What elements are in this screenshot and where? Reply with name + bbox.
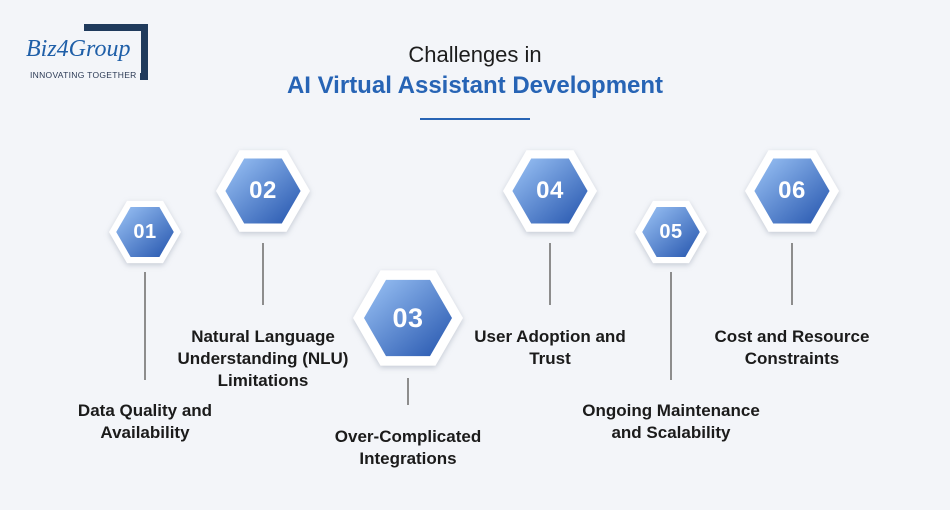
step-3-label-line: Integrations bbox=[359, 449, 457, 468]
step-3-hexagon-graphic bbox=[353, 270, 463, 366]
step-4-number: 04 bbox=[536, 177, 564, 204]
step-1-hexagon: 01 bbox=[97, 184, 193, 280]
step-1-label-line: Availability bbox=[100, 423, 190, 442]
step-4-hexagon: 04 bbox=[491, 132, 609, 250]
step-1-hexagon-graphic bbox=[109, 200, 181, 264]
step-5-label-line: Ongoing Maintenance bbox=[582, 401, 760, 420]
step-2-connector bbox=[262, 243, 264, 305]
step-5-hexagon: 05 bbox=[623, 184, 719, 280]
step-5-label-line: and Scalability bbox=[611, 423, 731, 442]
step-5-hexagon-inner bbox=[642, 207, 700, 257]
page-title-line1: Challenges in bbox=[408, 42, 542, 67]
step-2-label-line: Limitations bbox=[217, 371, 309, 390]
step-6-number: 06 bbox=[778, 177, 806, 204]
step-6-hexagon: 06 bbox=[733, 132, 851, 250]
title-underline bbox=[420, 118, 530, 120]
step-2-hexagon: 02 bbox=[204, 132, 322, 250]
step-4-label-line: User Adoption and bbox=[474, 327, 626, 346]
step-6-connector bbox=[791, 243, 793, 305]
step-4-label-line: Trust bbox=[529, 349, 571, 368]
step-6-label-line: Cost and Resource bbox=[714, 327, 870, 346]
step-3-label-line: Over-Complicated bbox=[334, 427, 482, 446]
step-3-number: 03 bbox=[392, 302, 424, 333]
step-6-hexagon-inner bbox=[754, 158, 830, 224]
step-4-connector bbox=[549, 243, 551, 305]
brand-logo: Biz4Group INNOVATING TOGETHER bbox=[22, 24, 157, 84]
step-5-connector bbox=[670, 272, 672, 380]
step-3-hexagon: 03 bbox=[341, 251, 475, 385]
logo-wordmark: Biz4Group bbox=[26, 36, 135, 63]
step-5-label: Ongoing Maintenance and Scalability bbox=[561, 400, 781, 444]
step-6-hexagon-graphic bbox=[745, 150, 839, 232]
step-5-hexagon-graphic bbox=[635, 200, 707, 264]
step-1-label-line: Data Quality and bbox=[77, 401, 213, 420]
step-2-label-line: Natural Language bbox=[191, 327, 335, 346]
step-3-connector bbox=[407, 378, 409, 405]
step-2-label-line: Understanding (NLU) bbox=[177, 349, 349, 368]
step-4-hexagon-graphic bbox=[503, 150, 597, 232]
page-title-line2: AI Virtual Assistant Development bbox=[286, 72, 664, 99]
step-1-number: 01 bbox=[133, 220, 157, 243]
logo-tagline: INNOVATING TOGETHER bbox=[30, 70, 140, 80]
step-1-hexagon-inner bbox=[116, 207, 174, 257]
step-2-hexagon-graphic bbox=[216, 150, 310, 232]
step-6-label-line: Constraints bbox=[744, 349, 840, 368]
step-5-number: 05 bbox=[659, 220, 683, 243]
step-2-hexagon-inner bbox=[225, 158, 301, 224]
step-1-connector bbox=[144, 272, 146, 380]
step-2-number: 02 bbox=[249, 177, 277, 204]
step-3-hexagon-inner bbox=[364, 279, 452, 357]
step-4-hexagon-inner bbox=[512, 158, 588, 224]
